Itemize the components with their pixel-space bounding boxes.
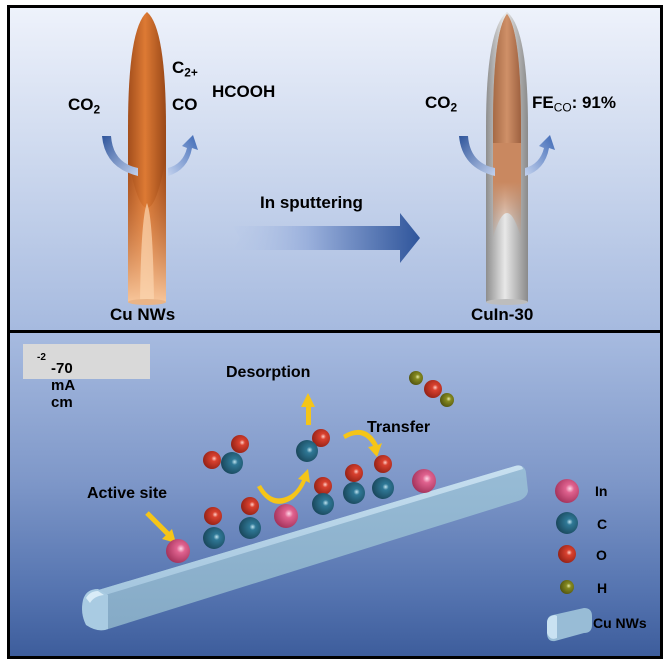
sputtering-text: In sputtering bbox=[260, 193, 363, 212]
hcooh-text: HCOOH bbox=[212, 82, 276, 101]
h-atom bbox=[409, 371, 423, 385]
transfer-arrow-upper bbox=[343, 429, 382, 457]
cu-nws-text: Cu NWs bbox=[110, 305, 176, 324]
current-density-exponent: -2 bbox=[37, 352, 46, 363]
cuin-30-label: CuIn-30 bbox=[471, 305, 533, 325]
o-atom bbox=[241, 497, 259, 515]
active-site-text: Active site bbox=[87, 485, 168, 502]
o-atom bbox=[204, 507, 222, 525]
desorption-arrow bbox=[301, 393, 315, 425]
cuin-nanowire-right bbox=[486, 12, 528, 305]
legend-cu-nws-text: Cu NWs bbox=[593, 615, 647, 631]
co-text: CO bbox=[172, 95, 198, 114]
cuin-30-text: CuIn-30 bbox=[471, 305, 534, 324]
active-site-arrow bbox=[145, 511, 176, 543]
transfer-arrow-lower bbox=[257, 469, 310, 504]
legend-o-label: O bbox=[596, 547, 607, 563]
product-co-label: CO bbox=[172, 95, 198, 115]
o-atom bbox=[203, 451, 221, 469]
legend-o-text: O bbox=[596, 547, 607, 563]
product-arrow-left-out bbox=[168, 135, 198, 176]
o-atom bbox=[231, 435, 249, 453]
c-atom bbox=[296, 440, 318, 462]
o-atom bbox=[314, 477, 332, 495]
transfer-text: Transfer bbox=[367, 419, 431, 436]
legend-c-label: C bbox=[597, 516, 607, 532]
legend-cu-nws-label: Cu NWs bbox=[593, 615, 647, 631]
in-atom bbox=[412, 469, 436, 493]
bottom-panel-graphics bbox=[82, 371, 592, 642]
legend-cu-nws-swatch bbox=[547, 608, 592, 642]
reactant-label-left: CO2 bbox=[68, 95, 100, 117]
reactant-arrow-left-in bbox=[102, 136, 138, 176]
active-site-label: Active site bbox=[87, 485, 167, 503]
legend-h-text: H bbox=[597, 580, 608, 596]
top-panel-graphics bbox=[102, 12, 555, 305]
c-atom bbox=[203, 527, 225, 549]
product-c2-label: C2+ bbox=[172, 58, 198, 80]
legend-c-swatch bbox=[556, 512, 578, 534]
legend-in-label: In bbox=[595, 483, 607, 499]
o-atom bbox=[312, 429, 330, 447]
cu-nws-label: Cu NWs bbox=[110, 305, 175, 325]
reactant-label-right: CO2 bbox=[425, 93, 457, 115]
legend-in-swatch bbox=[555, 479, 579, 503]
co2-text: CO2 bbox=[68, 95, 101, 117]
legend-c-text: C bbox=[597, 516, 608, 532]
top-panel: CO2 C2+ CO HCOOH Cu NWs In sputtering CO… bbox=[10, 8, 660, 330]
sputtering-arrow bbox=[233, 213, 420, 263]
fe-value: 91% bbox=[581, 93, 616, 112]
panel-divider bbox=[10, 330, 660, 333]
fe-co-label: FECO: 91% bbox=[532, 93, 616, 115]
c-atom bbox=[312, 493, 334, 515]
legend bbox=[547, 479, 592, 642]
atoms-layer bbox=[166, 371, 454, 563]
o-atom bbox=[345, 464, 363, 482]
in-atom bbox=[274, 504, 298, 528]
reactant-arrow-right-in bbox=[459, 136, 495, 176]
c2-text: C2+ bbox=[172, 58, 198, 80]
figure-frame: CO2 C2+ CO HCOOH Cu NWs In sputtering CO… bbox=[7, 5, 663, 659]
legend-h-swatch bbox=[560, 580, 574, 594]
c-atom bbox=[239, 517, 261, 539]
cu-nanowire-rod bbox=[82, 465, 528, 631]
fe-text: FE bbox=[532, 93, 554, 112]
legend-in-text: In bbox=[595, 483, 608, 499]
c-atom bbox=[221, 452, 243, 474]
h-atom bbox=[440, 393, 454, 407]
sputtering-label: In sputtering bbox=[260, 193, 363, 213]
product-arrow-right-out bbox=[525, 135, 555, 176]
cu-nanowire-left bbox=[128, 12, 166, 305]
current-density-badge: -70 mA cm-2 bbox=[23, 344, 150, 411]
desorption-label: Desorption bbox=[226, 364, 310, 382]
o-atom bbox=[424, 380, 442, 398]
transfer-label: Transfer bbox=[367, 419, 430, 437]
c-atom bbox=[372, 477, 394, 499]
legend-h-label: H bbox=[597, 580, 607, 596]
legend-o-swatch bbox=[558, 545, 576, 563]
desorption-text: Desorption bbox=[226, 364, 311, 381]
current-density-text: -70 mA cm-2 bbox=[37, 352, 75, 411]
o-atom bbox=[374, 455, 392, 473]
c-atom bbox=[343, 482, 365, 504]
bottom-panel: -70 mA cm-2 bbox=[10, 333, 660, 656]
fe-subscript: CO bbox=[553, 100, 572, 115]
product-hcooh-label: HCOOH bbox=[212, 82, 275, 102]
co2-right-text: CO2 bbox=[425, 93, 458, 115]
in-atom bbox=[166, 539, 190, 563]
